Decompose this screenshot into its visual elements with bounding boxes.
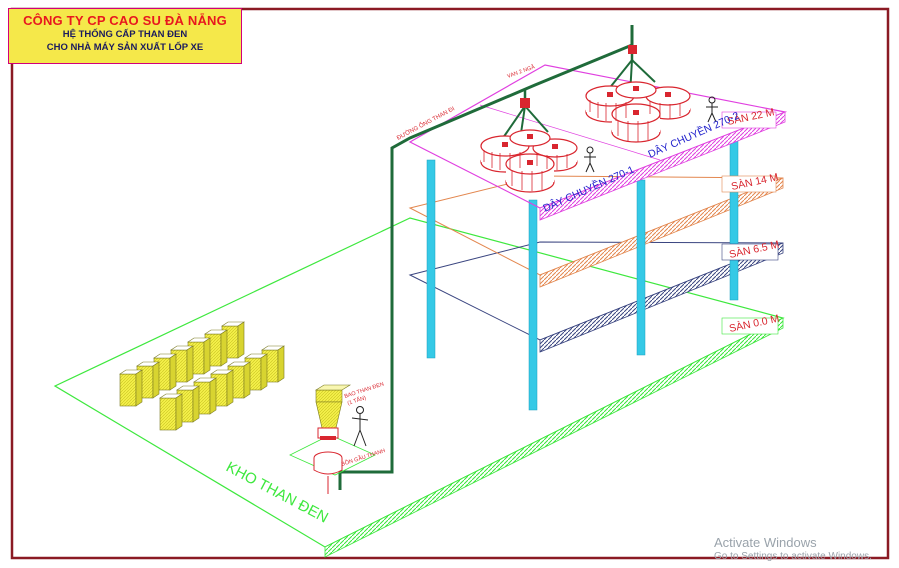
floor-label-0m: SÀN 0.0 M xyxy=(721,312,780,335)
floor-22m-slab xyxy=(408,64,788,221)
ground-floor-slab xyxy=(53,217,785,558)
company-name: CÔNG TY CP CAO SU ĐÀ NẴNG xyxy=(23,13,227,28)
worker-figure xyxy=(584,146,596,173)
title-block: CÔNG TY CP CAO SU ĐÀ NẴNG HỆ THỐNG CẤP T… xyxy=(8,8,242,64)
activate-windows-watermark: Activate Windows Go to Settings to activ… xyxy=(714,535,899,563)
mixer-group-270-2 xyxy=(585,45,691,143)
carbon-bag-pallets-back-row xyxy=(119,321,245,407)
watermark-subtitle: Go to Settings to activate Windows. xyxy=(714,551,872,562)
system-title: HỆ THỐNG CẤP THAN ĐEN xyxy=(62,29,188,40)
worker-figure xyxy=(706,96,718,123)
hopper-station xyxy=(289,384,376,494)
outer-frame xyxy=(10,7,890,560)
carbon-bag-pallets-front-row xyxy=(159,345,285,431)
mixer-group-270-1 xyxy=(480,98,578,193)
system-subtitle: CHO NHÀ MÁY SẢN XUẤT LỐP XE xyxy=(46,42,204,53)
floor-label-14m: SÀN 14 M xyxy=(721,170,779,193)
watermark-title: Activate Windows xyxy=(714,535,817,550)
valve-label: VAN 2 NGÃ xyxy=(506,63,536,80)
